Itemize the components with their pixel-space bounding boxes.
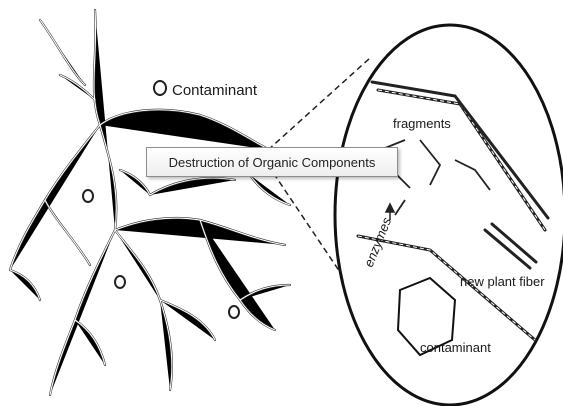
tooltip-text: Destruction of Organic Components (169, 155, 376, 170)
tooltip: Destruction of Organic Components (146, 147, 398, 177)
legend-contaminant-icon (154, 81, 166, 95)
inset-contaminant-label: contaminant (420, 340, 491, 355)
legend-contaminant-label: Contaminant (172, 82, 258, 99)
plant-roots (10, 10, 290, 395)
new-plant-fiber-label: new plant fiber (460, 274, 545, 289)
fragments-label: fragments (393, 116, 451, 131)
